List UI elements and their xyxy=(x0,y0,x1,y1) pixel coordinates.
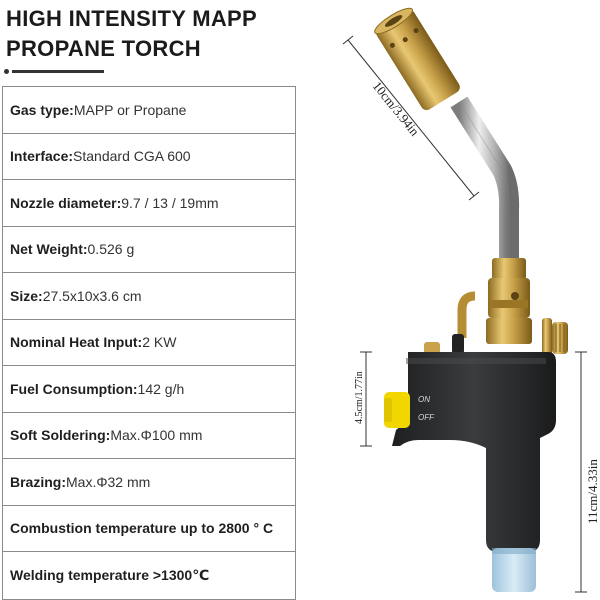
title-line-1: HIGH INTENSITY MAPP xyxy=(6,6,257,31)
torch-illustration: 10cm/3.94in O xyxy=(342,7,600,593)
title-dot xyxy=(4,69,9,74)
spec-value: 9.7 / 13 / 19mm xyxy=(121,194,219,211)
spec-label: Nozzle diameter: xyxy=(10,194,122,211)
spec-label: Fuel Consumption: xyxy=(10,380,138,397)
spec-label: Soft Soldering: xyxy=(10,427,111,444)
product-title: HIGH INTENSITY MAPP PROPANE TORCH xyxy=(6,4,306,64)
spec-label: Combustion temperature up to 2800 ° C xyxy=(10,520,274,537)
spec-row: Fuel Consumption: 142 g/h xyxy=(3,366,295,413)
spec-row: Combustion temperature up to 2800 ° C xyxy=(3,506,295,552)
spec-row: Brazing:Max.Φ32 mm xyxy=(3,459,295,506)
spec-value: 142 g/h xyxy=(137,380,185,397)
gas-connector-tip xyxy=(492,548,536,592)
adjust-knob xyxy=(552,322,568,354)
spec-row: Gas type: MAPP or Propane xyxy=(3,87,295,134)
spec-label: Brazing: xyxy=(10,473,66,490)
spec-row: Nozzle diameter: 9.7 / 13 / 19mm xyxy=(3,180,295,227)
handle-dimension-label: 4.5cm/1.77in xyxy=(354,371,365,424)
spec-value: Standard CGA 600 xyxy=(73,148,191,165)
torch-nozzle xyxy=(374,7,460,111)
spec-label: Gas type: xyxy=(10,101,74,118)
spec-value: MAPP or Propane xyxy=(73,101,187,118)
valve-assembly xyxy=(424,258,568,358)
height-dimension-label: 11cm/4.33in xyxy=(585,459,600,524)
spec-row: Nominal Heat Input: 2 KW xyxy=(3,320,295,366)
handle-dimension: 4.5cm/1.77in xyxy=(354,351,372,447)
spec-value: 2 KW xyxy=(142,334,177,351)
spec-row: Welding temperature >1300℃ xyxy=(3,552,295,599)
spec-label: Welding temperature >1300℃ xyxy=(10,566,210,583)
spec-label: Interface: xyxy=(10,148,74,165)
spec-value: Max.Φ32 mm xyxy=(66,473,151,490)
spec-table: Gas type: MAPP or Propane Interface: Sta… xyxy=(2,86,296,600)
spec-row: Size: 27.5x10x3.6 cm xyxy=(3,273,295,320)
height-dimension: 11cm/4.33in xyxy=(575,351,600,593)
switch-on-label: ON xyxy=(418,395,430,404)
torch-handle xyxy=(392,352,556,552)
spec-row: Net Weight: 0.526 g xyxy=(3,227,295,273)
torch-tube xyxy=(450,96,520,262)
spec-label: Nominal Heat Input: xyxy=(10,334,143,351)
spec-label: Net Weight: xyxy=(10,241,88,258)
spec-value: Max.Φ100 mm xyxy=(110,427,203,444)
switch-off-label: OFF xyxy=(418,413,435,422)
spec-value: 0.526 g xyxy=(87,241,135,258)
ignition-switch: ON OFF xyxy=(384,392,435,428)
spec-row: Soft Soldering:Max.Φ100 mm xyxy=(3,413,295,459)
spec-value: 27.5x10x3.6 cm xyxy=(42,287,142,304)
title-line-2: PROPANE TORCH xyxy=(6,36,201,61)
spec-row: Interface: Standard CGA 600 xyxy=(3,134,295,180)
spec-label: Size: xyxy=(10,287,43,304)
title-underline xyxy=(12,70,104,73)
